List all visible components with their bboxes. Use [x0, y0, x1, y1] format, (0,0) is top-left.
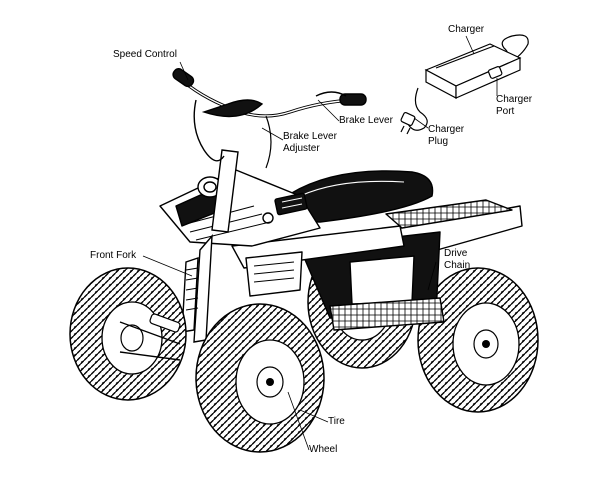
speed-control-leader [179, 61, 189, 81]
drive-chain-leader [427, 261, 437, 291]
label-charger-plug-line1: Charger [428, 124, 465, 135]
steering-column [211, 149, 239, 233]
rear-rack [385, 199, 513, 229]
charger-cable [407, 87, 428, 131]
label-charger-plug-line2: Plug [428, 136, 449, 147]
right-grip [339, 93, 367, 106]
label-brake-lever-adjuster-line1: Brake Lever [283, 131, 337, 142]
wheel-leader [287, 391, 310, 451]
brake-lever-adjuster-leader [261, 127, 284, 141]
quad-body [159, 169, 523, 331]
brake-cable [193, 99, 225, 162]
charger-plug [400, 111, 416, 127]
front-shock [181, 257, 199, 333]
charger [400, 34, 529, 135]
label-drive-chain-line2: Chain [444, 260, 471, 271]
brake-lever-leader [317, 99, 340, 122]
footrest [329, 297, 445, 331]
ignition-switch [262, 212, 274, 224]
steering-assembly [172, 68, 367, 343]
left-grip [172, 68, 195, 88]
front-right-wheel [195, 303, 325, 453]
label-wheel: Wheel [309, 444, 338, 455]
handlebar-pad [201, 99, 264, 118]
tire-leader [299, 409, 329, 423]
label-tire: Tire [328, 416, 345, 427]
label-front-fork: Front Fork [90, 250, 137, 261]
brake-lever [315, 91, 347, 97]
charger-leader [465, 35, 475, 55]
label-charger-port-line2: Port [496, 106, 515, 117]
rear-right-wheel [417, 267, 539, 413]
charger-port-connector [487, 66, 503, 79]
leader-lines [142, 35, 498, 451]
front-left-wheel [69, 267, 187, 401]
label-brake-lever-adjuster-line2: Adjuster [283, 143, 320, 154]
label-drive-chain-line1: Drive [444, 248, 468, 259]
charger-plug-leader [413, 117, 429, 129]
front-fork-leader [142, 255, 193, 277]
label-speed-control: Speed Control [113, 49, 177, 60]
side-panel [349, 255, 415, 305]
label-charger: Charger [448, 24, 485, 35]
label-brake-lever: Brake Lever [339, 115, 393, 126]
label-charger-port-line1: Charger [496, 94, 533, 105]
